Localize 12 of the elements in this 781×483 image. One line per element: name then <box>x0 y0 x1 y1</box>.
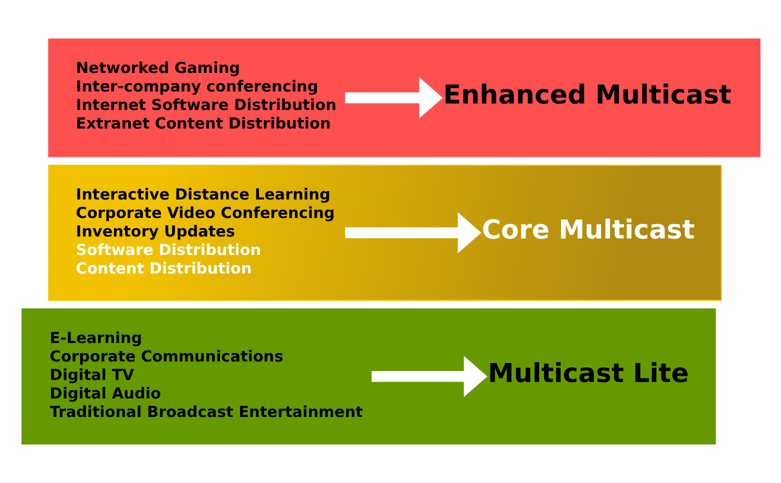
node-text: Interactive Distance Learning Corporate Video Conferencing Inventory Updates Software Distribution Content Distribution <box>75 185 334 278</box>
arrow <box>371 356 487 397</box>
cluster <box>21 308 716 444</box>
arrow <box>344 77 442 118</box>
arrow <box>344 212 481 254</box>
node-text: Enhanced Multicast <box>442 80 731 110</box>
cluster <box>48 38 760 158</box>
cluster <box>48 164 722 301</box>
node-text: E-Learning Corporate Communications Digital TV Digital Audio Traditional Broadcast Entertainment <box>49 328 362 421</box>
node-text: Networked Gaming Inter-company conferencing Internet Software Distribution Extranet Content Distribution <box>75 59 336 133</box>
node-text: Multicast Lite <box>487 359 688 390</box>
node-text: Core Multicast <box>481 215 694 246</box>
